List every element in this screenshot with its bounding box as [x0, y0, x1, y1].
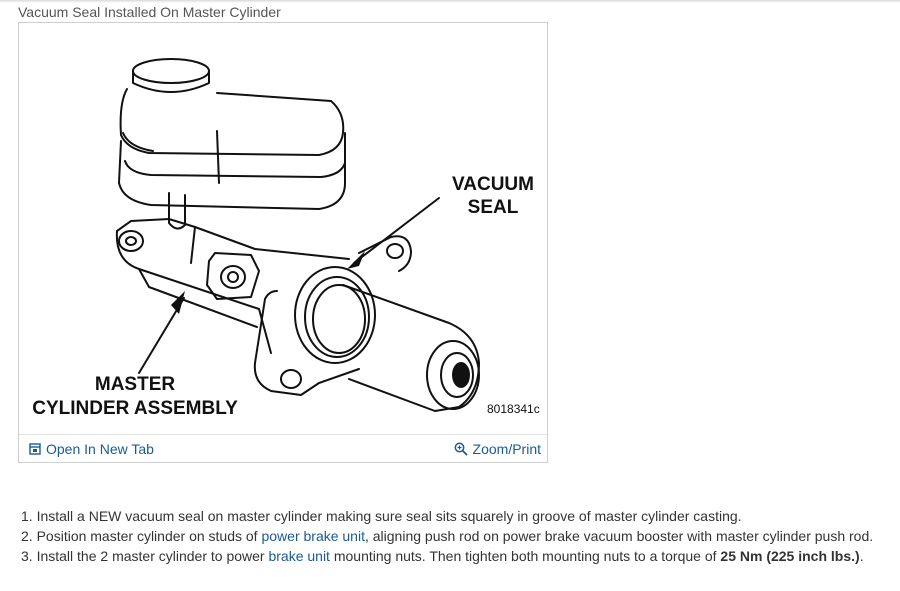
magnifier-plus-icon: [454, 442, 468, 456]
step-text: Install a NEW vacuum seal on master cyli…: [36, 508, 742, 524]
step-2: 2. Position master cylinder on studs of …: [18, 526, 878, 546]
zoom-print-label: Zoom/Print: [472, 441, 541, 457]
top-bar-shadow: [0, 0, 900, 3]
vacuum-label-line2: SEAL: [468, 197, 519, 218]
zoom-print-link[interactable]: Zoom/Print: [454, 441, 541, 457]
step-1: 1. Install a NEW vacuum seal on master c…: [18, 506, 878, 526]
open-in-new-tab-link[interactable]: Open In New Tab: [29, 441, 154, 457]
step-text-middle: mounting nuts. Then tighten both mountin…: [333, 548, 717, 564]
figure-panel: VACUUM SEAL MASTER CYLINDER ASSEMBLY 801…: [18, 22, 548, 463]
power-brake-unit-link[interactable]: power brake unit: [261, 528, 365, 544]
master-cylinder-illustration: VACUUM SEAL MASTER CYLINDER ASSEMBLY 801…: [32, 58, 540, 419]
open-in-new-tab-label: Open In New Tab: [46, 441, 154, 457]
figure-toolbar: Open In New Tab Zoom/Print: [19, 434, 547, 462]
step-text-end: .: [859, 548, 864, 564]
instruction-steps: 1. Install a NEW vacuum seal on master c…: [18, 506, 878, 566]
step-number: 3.: [21, 548, 33, 564]
step-text: Install the 2 master cylinder to power: [36, 548, 265, 564]
step-3: 3. Install the 2 master cylinder to powe…: [18, 546, 878, 566]
brake-unit-link[interactable]: brake unit: [268, 548, 330, 564]
master-label-line2: CYLINDER ASSEMBLY: [32, 398, 238, 419]
step-number: 2.: [21, 528, 33, 544]
master-label-line1: MASTER: [95, 374, 176, 395]
torque-value: 25 Nm (225 inch lbs.): [720, 548, 860, 564]
vacuum-label-line1: VACUUM: [452, 174, 534, 195]
step-text: Position master cylinder on studs of: [36, 528, 258, 544]
step-number: 1.: [21, 508, 33, 524]
open-new-tab-icon: [29, 443, 41, 455]
part-number: 8018341c: [487, 402, 540, 416]
step-text-after: , aligning push rod on power brake vacuu…: [364, 528, 874, 544]
figure-caption: Vacuum Seal Installed On Master Cylinder: [18, 4, 281, 20]
